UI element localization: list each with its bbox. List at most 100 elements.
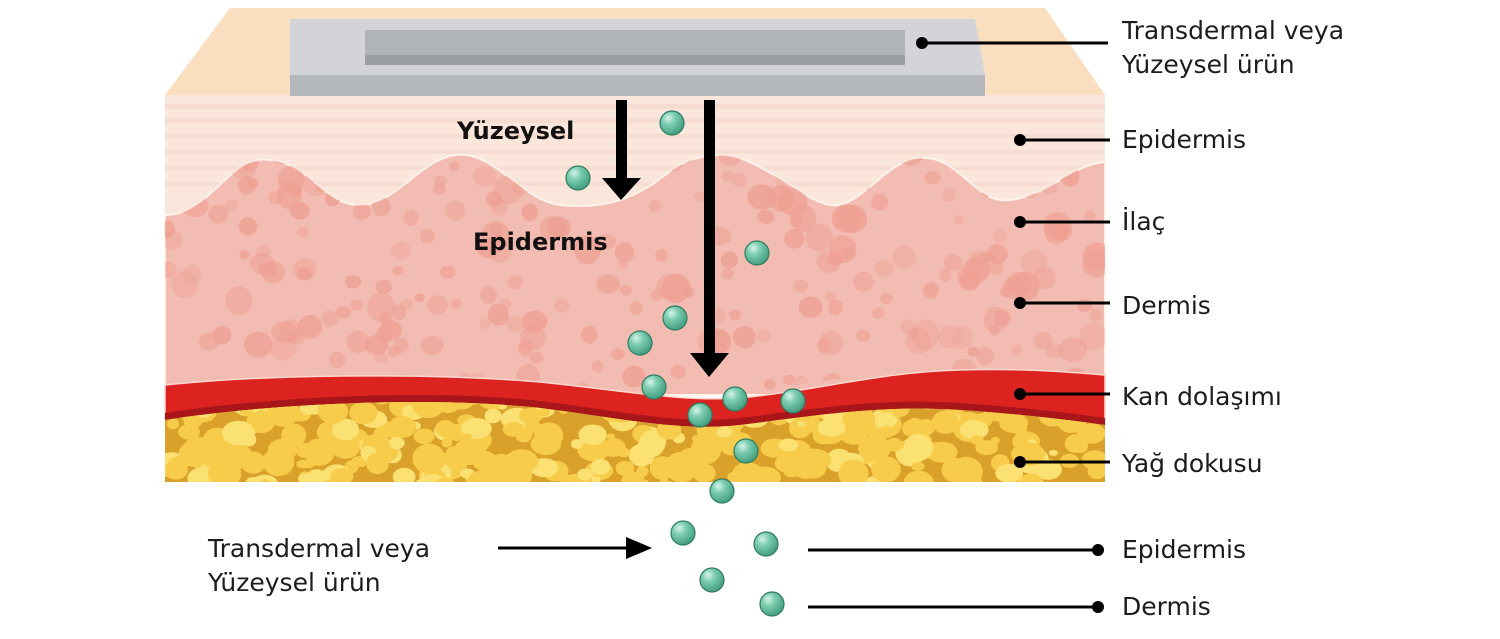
- dermis-cell: [900, 319, 916, 335]
- fat-cell: [1064, 434, 1086, 453]
- dermis-cell: [225, 199, 239, 212]
- fat-cell: [416, 474, 449, 482]
- fat-cell: [570, 438, 584, 450]
- fat-cell: [261, 478, 270, 482]
- label-fat: Yağ dokusu: [1122, 449, 1263, 478]
- fat-cell: [317, 401, 349, 424]
- dermis-cell: [720, 251, 739, 269]
- dermis-cell: [655, 248, 668, 263]
- dermis-cell: [480, 286, 497, 304]
- dermis-cell: [238, 216, 258, 236]
- legend-product-line2: Yüzeysel ürün: [208, 568, 381, 597]
- dermis-cell: [938, 325, 962, 349]
- dermis-cell: [784, 228, 805, 249]
- dermis-cell: [718, 154, 741, 167]
- fat-cell: [748, 466, 781, 482]
- dermis-cell: [243, 331, 273, 358]
- dermis-cell: [506, 315, 526, 333]
- dermis-cell: [329, 351, 346, 368]
- dermis-cell: [824, 292, 837, 303]
- dermis-cell: [988, 260, 1004, 275]
- dermis-cell: [1005, 272, 1033, 296]
- dermis-cell: [805, 223, 834, 252]
- fat-cell: [435, 401, 461, 414]
- dermis-cell: [434, 175, 447, 187]
- dermis-cell: [554, 298, 570, 313]
- dermis-cell: [367, 291, 395, 323]
- dermis-cell: [346, 330, 370, 354]
- dermis-cell: [793, 279, 809, 293]
- dermis-cell: [439, 265, 456, 279]
- fat-cell: [591, 476, 601, 482]
- drug-particle: [662, 305, 688, 331]
- dermis-cell: [985, 252, 997, 263]
- surface-arrow: [602, 100, 641, 200]
- drug-particle: [780, 388, 806, 414]
- dermis-cell: [450, 298, 462, 310]
- dermis-cell: [871, 193, 889, 211]
- dermis-cell: [873, 260, 895, 278]
- dermis-cell: [907, 328, 919, 340]
- fat-cell: [1081, 450, 1105, 470]
- dermis-cell: [1020, 249, 1048, 276]
- fat-cell: [306, 469, 328, 482]
- label-product-line1: Transdermal veya: [1122, 16, 1345, 45]
- dermis-cell: [414, 293, 425, 303]
- dermis-cell: [420, 335, 444, 355]
- dermis-cell: [574, 235, 601, 265]
- fat-cell: [783, 465, 801, 478]
- dermis-cell: [1011, 344, 1023, 356]
- dermis-cell: [225, 286, 253, 316]
- dermis-cell: [297, 226, 310, 238]
- fat-cell: [178, 424, 200, 440]
- fat-cell: [412, 443, 446, 474]
- dermis-cell: [529, 351, 544, 364]
- fat-cell: [501, 462, 533, 482]
- fat-cell: [615, 460, 635, 476]
- legend-product-line1: Transdermal veya: [208, 534, 431, 563]
- dermis-cell: [731, 172, 747, 187]
- dermis-cell: [298, 314, 323, 339]
- dermis-cell: [487, 303, 510, 326]
- dermis-cell: [419, 228, 435, 244]
- dermis-cell: [614, 241, 635, 263]
- fat-cell: [1017, 473, 1044, 482]
- dermis-cell: [375, 279, 392, 294]
- dermis-cell: [1089, 308, 1103, 322]
- dermis-cell: [905, 327, 932, 354]
- dermis-cell: [449, 161, 461, 172]
- drug-particle: [670, 520, 696, 546]
- dermis-cell: [942, 188, 956, 203]
- fat-cell: [246, 410, 276, 434]
- fat-cell: [931, 410, 960, 434]
- drug-particle: [744, 240, 770, 266]
- dermis-cell: [880, 292, 893, 304]
- drug-particle: [687, 402, 713, 428]
- dermis-cell: [891, 244, 917, 270]
- dermis-cell: [650, 289, 663, 301]
- drug-particles: [565, 110, 806, 617]
- legend-epidermis-label: Epidermis: [1122, 535, 1247, 564]
- fat-cell: [581, 480, 594, 482]
- dermis-cell: [296, 267, 312, 281]
- fat-cell: [281, 423, 307, 447]
- dermis-cell: [472, 166, 497, 187]
- fat-cell: [484, 408, 502, 424]
- fat-cell: [600, 438, 626, 457]
- drug-particle: [733, 438, 759, 464]
- label-product-line2: Yüzeysel ürün: [1122, 50, 1295, 79]
- fat-cell: [838, 459, 869, 482]
- drug-particle: [722, 386, 748, 412]
- fat-cell: [1033, 459, 1062, 480]
- dermis-cell: [580, 325, 598, 344]
- fat-cell: [412, 401, 445, 419]
- dermis-cell: [596, 274, 620, 294]
- dermis-cell: [817, 338, 832, 354]
- dermis-cell: [828, 299, 843, 316]
- fat-cell: [1048, 449, 1059, 456]
- drug-particle: [641, 374, 667, 400]
- legend-dermis-label: Dermis: [1122, 592, 1211, 621]
- dermis-cell: [280, 319, 302, 343]
- fat-cell: [446, 459, 459, 468]
- fat-cell: [914, 422, 935, 436]
